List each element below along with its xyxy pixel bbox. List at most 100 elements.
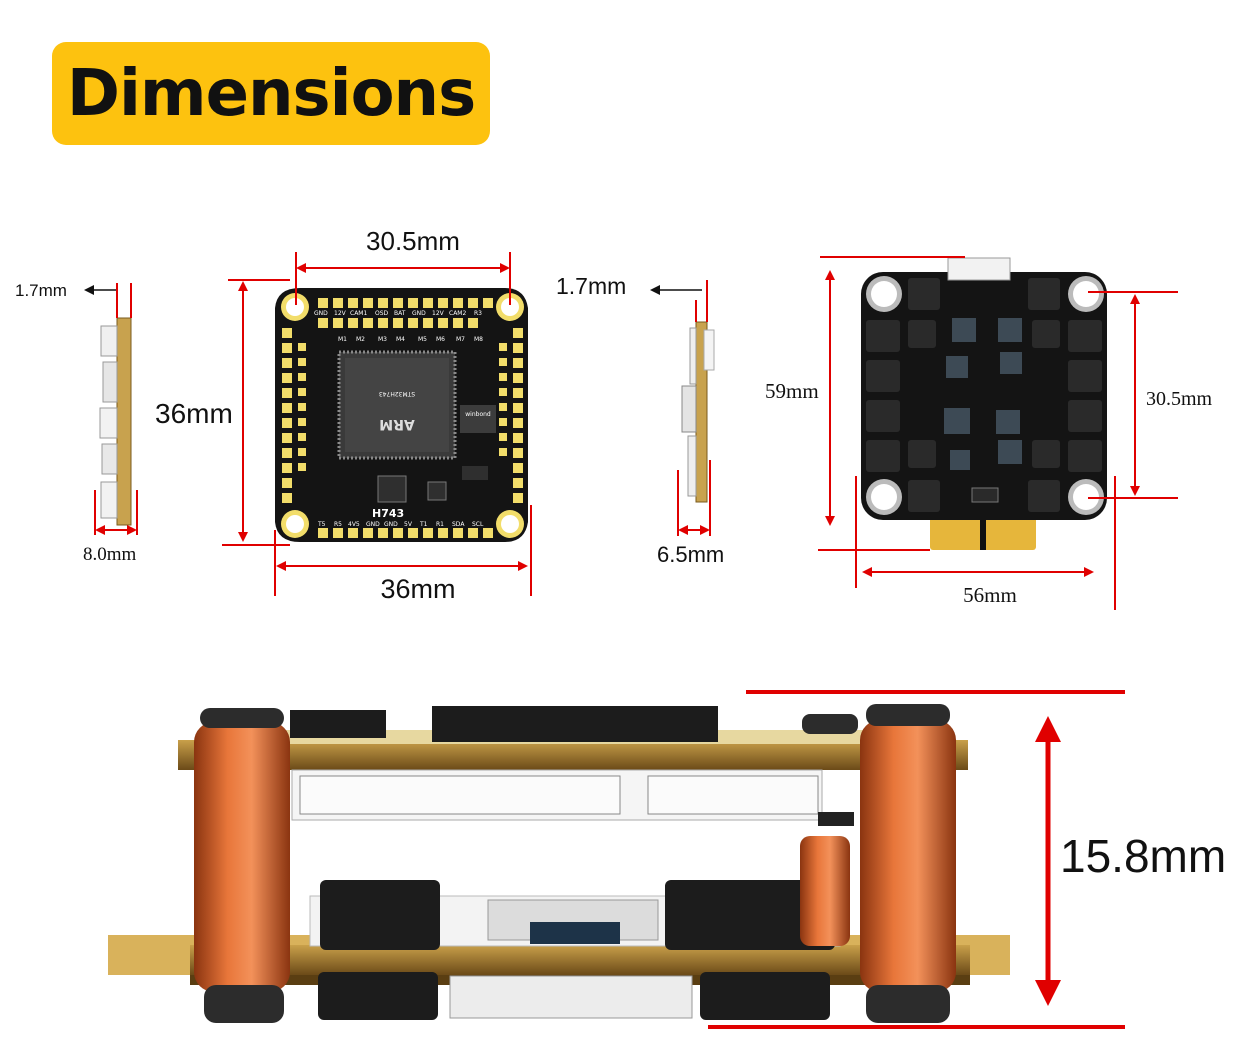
mount-hole [871, 281, 897, 307]
esc-chip [530, 922, 620, 944]
mount-hole [501, 515, 519, 533]
fc-side-component [99, 407, 118, 439]
pin-label: GND [314, 310, 328, 317]
motor-label: M6 [436, 336, 445, 343]
esc-side-component [703, 329, 715, 371]
flash-brand-text: winbond [465, 411, 491, 418]
pin-label: SCL [472, 521, 484, 528]
small-chip [462, 466, 488, 480]
fc-board-edge [178, 740, 968, 770]
esc-board-edge [190, 945, 970, 975]
pin-label: 5V [404, 521, 413, 528]
esc-side-thickness-label: 1.7mm [556, 273, 626, 299]
pin-label: 4V5 [348, 521, 360, 528]
esc-bottom-mosfet [700, 972, 830, 1020]
fc-side-board [116, 317, 132, 526]
mount-hole [501, 298, 519, 316]
esc-mosfet-block [665, 880, 835, 950]
fc-top-connector [432, 706, 718, 742]
esc-mosfet-block [320, 880, 440, 950]
flash-chip [460, 405, 496, 433]
motor-label: M3 [378, 336, 387, 343]
esc-height-label: 59mm [765, 379, 819, 403]
title-badge: Dimensions [52, 42, 490, 145]
small-chip [377, 475, 407, 503]
mcu-chip-text: STM32H743 [379, 390, 415, 397]
standoff-nut [204, 985, 284, 1023]
fc-side-component [100, 481, 118, 519]
esc-side-component [687, 435, 697, 497]
mount-hole [871, 484, 897, 510]
esc-board [861, 272, 1107, 520]
mount-hole [1073, 484, 1099, 510]
stack-view: 15.8mm [108, 690, 1226, 1029]
stack-height-label: 15.8mm [1060, 830, 1226, 882]
fc-mount-spacing-label: 30.5mm [366, 226, 460, 256]
fc-connector-housing [299, 775, 621, 815]
page-title: Dimensions [66, 56, 476, 131]
motor-label: M7 [456, 336, 465, 343]
fc-height-label: 36mm [155, 398, 233, 429]
pin-label: 12V [334, 310, 347, 317]
pin-label: GND [412, 310, 426, 317]
esc-bottom-mosfet [318, 972, 438, 1020]
esc-connector [947, 257, 1011, 281]
standoff-screw-head [200, 708, 284, 728]
fc-pads [282, 298, 523, 538]
arm-logo-text: ARM [379, 416, 415, 432]
fc-side-view: 1.7mm 8.0mm [15, 281, 138, 565]
fc-side-component [101, 443, 118, 475]
esc-side-view: 1.7mm 6.5mm [556, 273, 724, 567]
mcu-chip [345, 358, 449, 452]
fc-top-component [290, 710, 386, 738]
board-model-text: H743 [372, 507, 404, 520]
pin-label: GND [366, 521, 380, 528]
pin-label: CAM1 [350, 310, 367, 317]
pin-label: T5 [317, 521, 326, 528]
motor-label: M2 [356, 336, 365, 343]
fc-connector-housing [647, 775, 819, 815]
standoff-rear-screw [802, 714, 858, 734]
esc-mosfets [866, 278, 1102, 512]
mount-hole [1073, 281, 1099, 307]
mount-hole [286, 298, 304, 316]
pin-label: SDA [452, 521, 465, 528]
standoff-nut [866, 985, 950, 1023]
small-chip [971, 487, 999, 503]
pin-label: R3 [474, 310, 482, 317]
pin-label: R1 [436, 521, 444, 528]
fc-pin-labels-bottom: T5 R5 4V5 GND GND 5V T1 R1 SDA SCL [317, 521, 484, 528]
standoff-screw-head [866, 704, 950, 726]
esc-side-component [689, 327, 697, 385]
mount-hole [286, 515, 304, 533]
pin-label: R5 [334, 521, 342, 528]
standoff [194, 722, 290, 992]
pin-label: CAM2 [449, 310, 466, 317]
fc-top-view: GND 12V CAM1 OSD BAT GND 12V CAM2 R3 M1 … [155, 226, 532, 604]
motor-label: M8 [474, 336, 483, 343]
motor-label: M4 [396, 336, 405, 343]
esc-bottom-connector [449, 975, 693, 1019]
fc-pin-labels-top: GND 12V CAM1 OSD BAT GND 12V CAM2 R3 [314, 310, 482, 317]
fc-cable [818, 812, 854, 826]
fc-side-component [100, 325, 118, 357]
pin-label: T1 [419, 521, 428, 528]
fc-width-label: 36mm [380, 574, 455, 604]
esc-side-connector [681, 385, 697, 433]
pin-label: GND [384, 521, 398, 528]
motor-label: M1 [338, 336, 347, 343]
esc-mount-spacing-label: 30.5mm [1146, 388, 1213, 410]
pin-label: 12V [432, 310, 445, 317]
fc-side-thickness-label: 1.7mm [15, 281, 67, 300]
esc-side-width-label: 6.5mm [657, 542, 724, 567]
fc-motor-labels: M1 M2 M3 M4 M5 M6 M7 M8 [338, 336, 483, 343]
pin-label: BAT [394, 310, 406, 317]
pin-label: OSD [375, 310, 389, 317]
fc-side-width-label: 8.0mm [83, 544, 137, 565]
fc-side-component [102, 361, 118, 403]
small-chip [427, 481, 447, 501]
standoff [860, 720, 956, 992]
motor-label: M5 [418, 336, 427, 343]
esc-width-label: 56mm [963, 583, 1017, 607]
